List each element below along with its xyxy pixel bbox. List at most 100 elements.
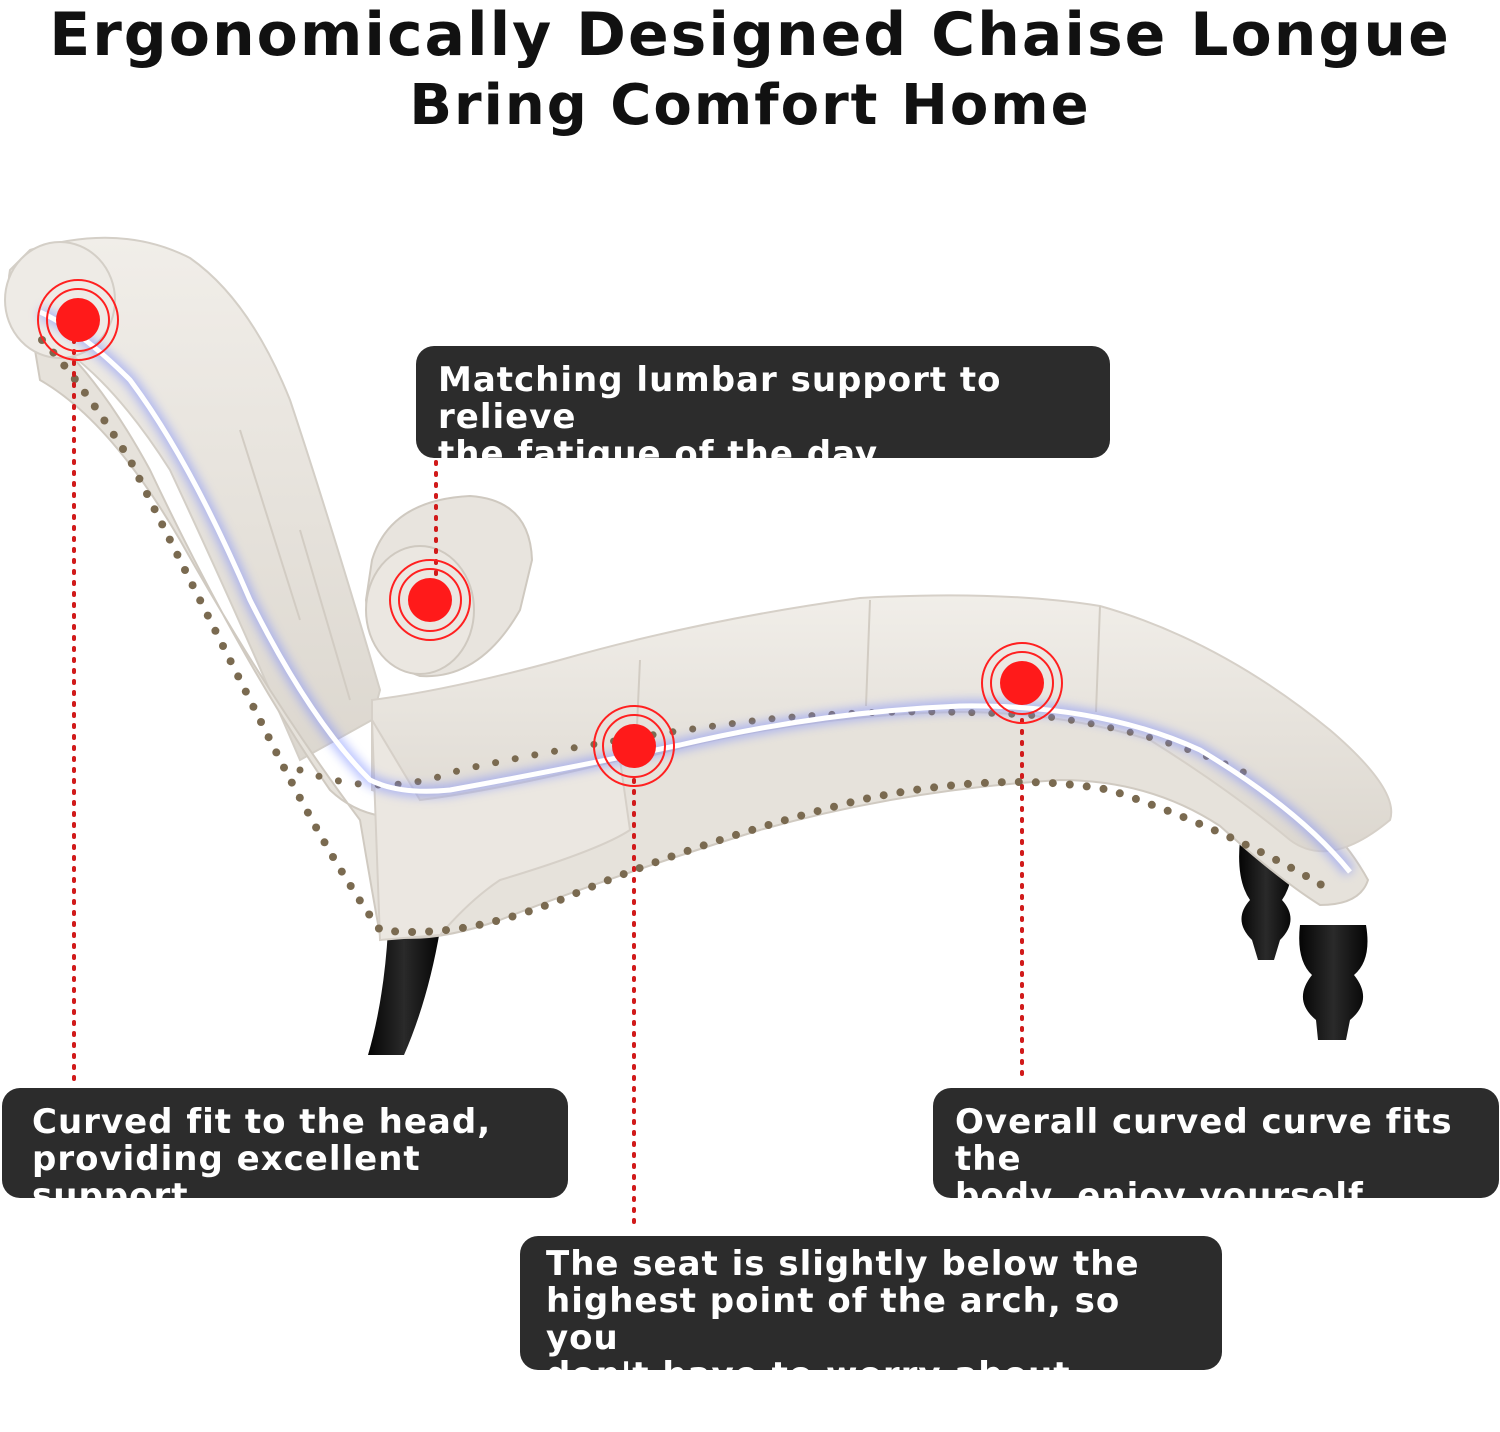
nailhead bbox=[264, 733, 273, 742]
nailhead bbox=[1241, 840, 1250, 849]
nailhead bbox=[635, 864, 644, 873]
nailhead bbox=[797, 811, 806, 820]
nailhead bbox=[272, 748, 281, 757]
nailhead bbox=[619, 870, 628, 879]
nailhead bbox=[780, 816, 789, 825]
nailhead bbox=[1065, 780, 1074, 789]
nailhead bbox=[203, 611, 212, 620]
nailhead bbox=[683, 846, 692, 855]
nailhead bbox=[689, 725, 697, 733]
nailhead bbox=[354, 780, 362, 788]
callout-body-curve: Overall curved curve fits the body, enjo… bbox=[933, 1088, 1499, 1215]
nailhead bbox=[603, 876, 612, 885]
nailhead bbox=[1147, 800, 1156, 809]
guide-lines bbox=[72, 338, 1024, 1230]
nailhead bbox=[143, 490, 151, 498]
nailhead bbox=[458, 923, 467, 932]
callout-lumbar-support: Matching lumbar support to relieve the f… bbox=[416, 346, 1110, 473]
nailhead bbox=[135, 474, 144, 483]
nailhead bbox=[540, 901, 549, 910]
nailhead bbox=[651, 858, 660, 867]
nailhead bbox=[365, 910, 374, 919]
nailhead bbox=[1048, 779, 1057, 788]
nailhead bbox=[492, 759, 500, 767]
nailhead bbox=[997, 778, 1006, 787]
nailhead bbox=[315, 772, 323, 780]
callout-head-support: Curved fit to the head, providing excell… bbox=[2, 1088, 568, 1215]
nailhead bbox=[551, 747, 558, 755]
nailhead bbox=[100, 416, 109, 425]
nailhead bbox=[1256, 848, 1265, 857]
nailhead bbox=[346, 882, 355, 890]
seat-marker bbox=[593, 705, 675, 787]
nailhead bbox=[241, 687, 250, 696]
nailhead bbox=[374, 924, 383, 933]
nailhead bbox=[408, 928, 417, 936]
nailhead bbox=[863, 794, 871, 803]
front-right-leg bbox=[1299, 925, 1368, 1040]
nailhead bbox=[472, 763, 480, 771]
nailhead bbox=[127, 459, 136, 468]
chaise-illustration bbox=[4, 236, 1393, 1230]
nailhead bbox=[1195, 819, 1204, 828]
nailhead bbox=[980, 778, 989, 787]
lumbar-pillow bbox=[364, 494, 534, 678]
nailhead bbox=[879, 791, 888, 800]
nailhead bbox=[1272, 855, 1281, 864]
nailhead bbox=[80, 388, 89, 397]
nailhead bbox=[1316, 880, 1325, 889]
head-marker bbox=[37, 279, 119, 361]
nailhead bbox=[913, 785, 922, 794]
nailhead bbox=[70, 375, 79, 383]
nailhead bbox=[196, 596, 205, 605]
nailhead bbox=[1115, 789, 1124, 798]
front-left-leg bbox=[368, 930, 440, 1055]
nailhead bbox=[249, 702, 258, 711]
ergonomic-curve bbox=[37, 306, 1355, 876]
nailhead bbox=[1014, 778, 1023, 786]
nailhead bbox=[813, 807, 822, 816]
nailhead bbox=[709, 722, 716, 730]
nailhead bbox=[257, 718, 265, 726]
nailhead bbox=[1163, 806, 1172, 815]
nailhead bbox=[1131, 794, 1140, 803]
nailhead bbox=[219, 642, 227, 650]
nailhead bbox=[234, 672, 243, 681]
nailhead bbox=[1031, 778, 1040, 787]
nailhead bbox=[475, 920, 484, 929]
nailhead bbox=[90, 402, 99, 411]
nailhead bbox=[173, 550, 182, 559]
callout-seat-position: The seat is slightly below the highest p… bbox=[520, 1236, 1222, 1431]
head-roll bbox=[4, 241, 116, 359]
nailhead bbox=[699, 841, 708, 850]
nailhead bbox=[764, 821, 773, 829]
nailhead bbox=[434, 773, 441, 781]
nailhead bbox=[60, 361, 69, 370]
nailhead bbox=[667, 852, 676, 861]
nailhead bbox=[728, 720, 736, 728]
nailhead bbox=[1179, 813, 1188, 822]
nailhead bbox=[296, 766, 304, 774]
nailhead bbox=[334, 777, 342, 785]
nailhead bbox=[930, 783, 939, 792]
nailhead bbox=[109, 430, 118, 439]
nailhead bbox=[453, 767, 460, 775]
nailhead bbox=[226, 657, 235, 666]
nailhead bbox=[1082, 782, 1091, 791]
nailhead bbox=[280, 763, 288, 772]
nailhead bbox=[508, 912, 517, 921]
nailhead bbox=[355, 896, 364, 905]
nailhead bbox=[588, 882, 597, 891]
nailhead bbox=[165, 535, 174, 544]
nailhead bbox=[312, 823, 321, 832]
nailhead bbox=[748, 825, 757, 834]
lumbar-marker bbox=[389, 559, 471, 641]
nailhead bbox=[570, 744, 578, 752]
nailhead bbox=[1226, 833, 1235, 842]
seat-front bbox=[371, 719, 632, 942]
page-title: Ergonomically Designed Chaise Longue bbox=[49, 0, 1451, 70]
nailhead bbox=[287, 778, 296, 787]
nailhead bbox=[556, 895, 565, 904]
nailhead bbox=[329, 853, 337, 861]
nailhead bbox=[947, 781, 955, 790]
